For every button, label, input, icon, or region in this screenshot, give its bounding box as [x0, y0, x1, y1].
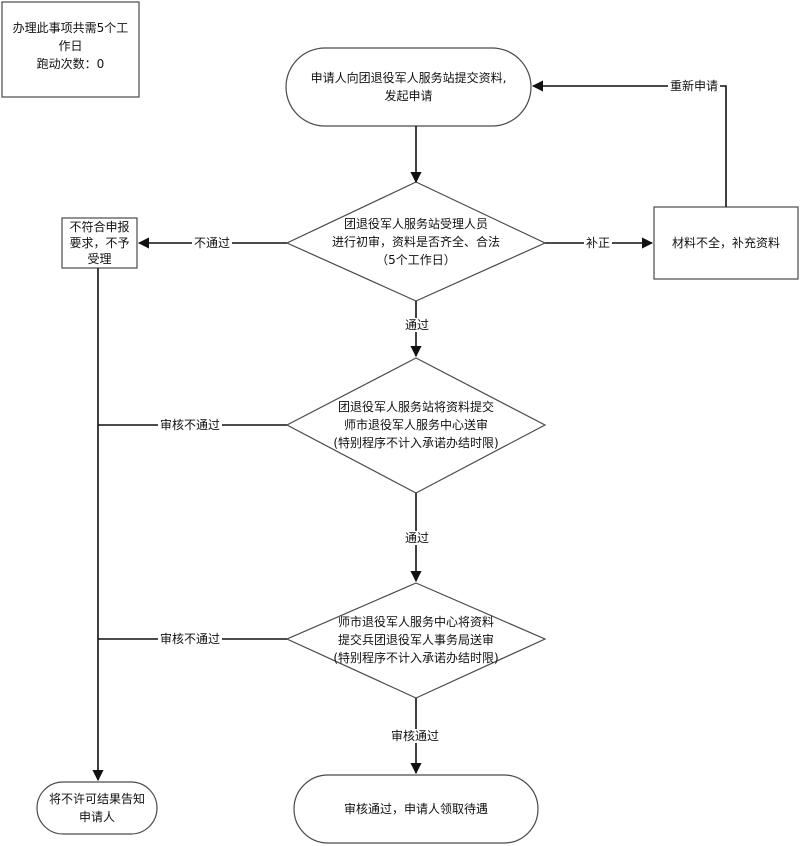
notify-box-shape: [36, 781, 158, 835]
label-audit-fail-1: 审核不通过: [158, 418, 223, 432]
review2-line-1: 团退役军人服务站将资料提交: [337, 400, 494, 414]
note-line-2: 作日: [58, 39, 83, 53]
review1-line-2: 进行初审，资料是否齐全、合法: [331, 235, 500, 249]
label-pass-1: 通过: [403, 318, 432, 332]
label-audit-fail-2: 审核不通过: [158, 632, 223, 646]
start-node-line-2: 发起申请: [384, 89, 433, 103]
start-node-line-1: 申请人向团退役军人服务站提交资料,: [310, 71, 507, 85]
reject-node: 不符合申报 要求，不予 受理: [62, 218, 137, 268]
reject-box-shape: [61, 217, 138, 269]
review2-line-3: (特别程序不计入承诺办结时限): [333, 436, 499, 450]
note-line-3: 跑动次数：0: [36, 57, 105, 71]
note-line-1: 办理此事项共需5个工: [12, 21, 129, 35]
start-node-shape: [285, 47, 532, 127]
review2-line-2: 师市退役军人服务中心送审: [343, 418, 488, 432]
supplement-node: 材料不全，补充资料: [654, 207, 798, 279]
label-audit-pass: 审核通过: [389, 729, 442, 743]
notify-line-2: 申请人: [78, 810, 115, 824]
review1-line-1: 团退役军人服务站受理人员: [343, 217, 488, 231]
start-node: 申请人向团退役军人服务站提交资料, 发起申请: [286, 48, 531, 126]
review1-line-3: （5个工作日）: [376, 253, 456, 267]
end-node-shape: [293, 774, 539, 844]
end-node: 审核通过，申请人领取待遇: [294, 775, 538, 843]
review3-line-1: 师市退役军人服务中心将资料: [337, 615, 494, 629]
review3-node: 师市退役军人服务中心将资料 提交兵团退役军人事务局送审 (特别程序不计入承诺办结…: [300, 609, 532, 671]
arrow-supplement-to-start: [531, 80, 727, 207]
review2-node: 团退役军人服务站将资料提交 师市退役军人服务中心送审 (特别程序不计入承诺办结时…: [300, 394, 532, 456]
supplement-text: 材料不全，补充资料: [671, 236, 780, 250]
label-pass-2: 通过: [403, 531, 432, 545]
review3-line-3: (特别程序不计入承诺办结时限): [333, 651, 499, 665]
end-text: 审核通过，申请人领取待遇: [343, 802, 488, 816]
label-reapply: 重新申请: [668, 79, 721, 93]
note-box: 办理此事项共需5个工 作日 跑动次数：0: [2, 16, 139, 76]
note-box-shape: [1, 1, 140, 98]
notify-line-1: 将不许可结果告知: [48, 792, 145, 806]
notify-node: 将不许可结果告知 申请人: [37, 782, 157, 834]
label-not-pass: 不通过: [192, 236, 233, 250]
reject-line-3: 受理: [87, 252, 112, 266]
review1-node: 团退役军人服务站受理人员 进行初审，资料是否齐全、合法 （5个工作日）: [300, 212, 532, 272]
reject-line-2: 要求，不予: [69, 236, 130, 250]
label-correct: 补正: [584, 236, 613, 250]
review3-line-2: 提交兵团退役军人事务局送审: [337, 633, 494, 647]
reject-line-1: 不符合申报: [69, 220, 130, 234]
